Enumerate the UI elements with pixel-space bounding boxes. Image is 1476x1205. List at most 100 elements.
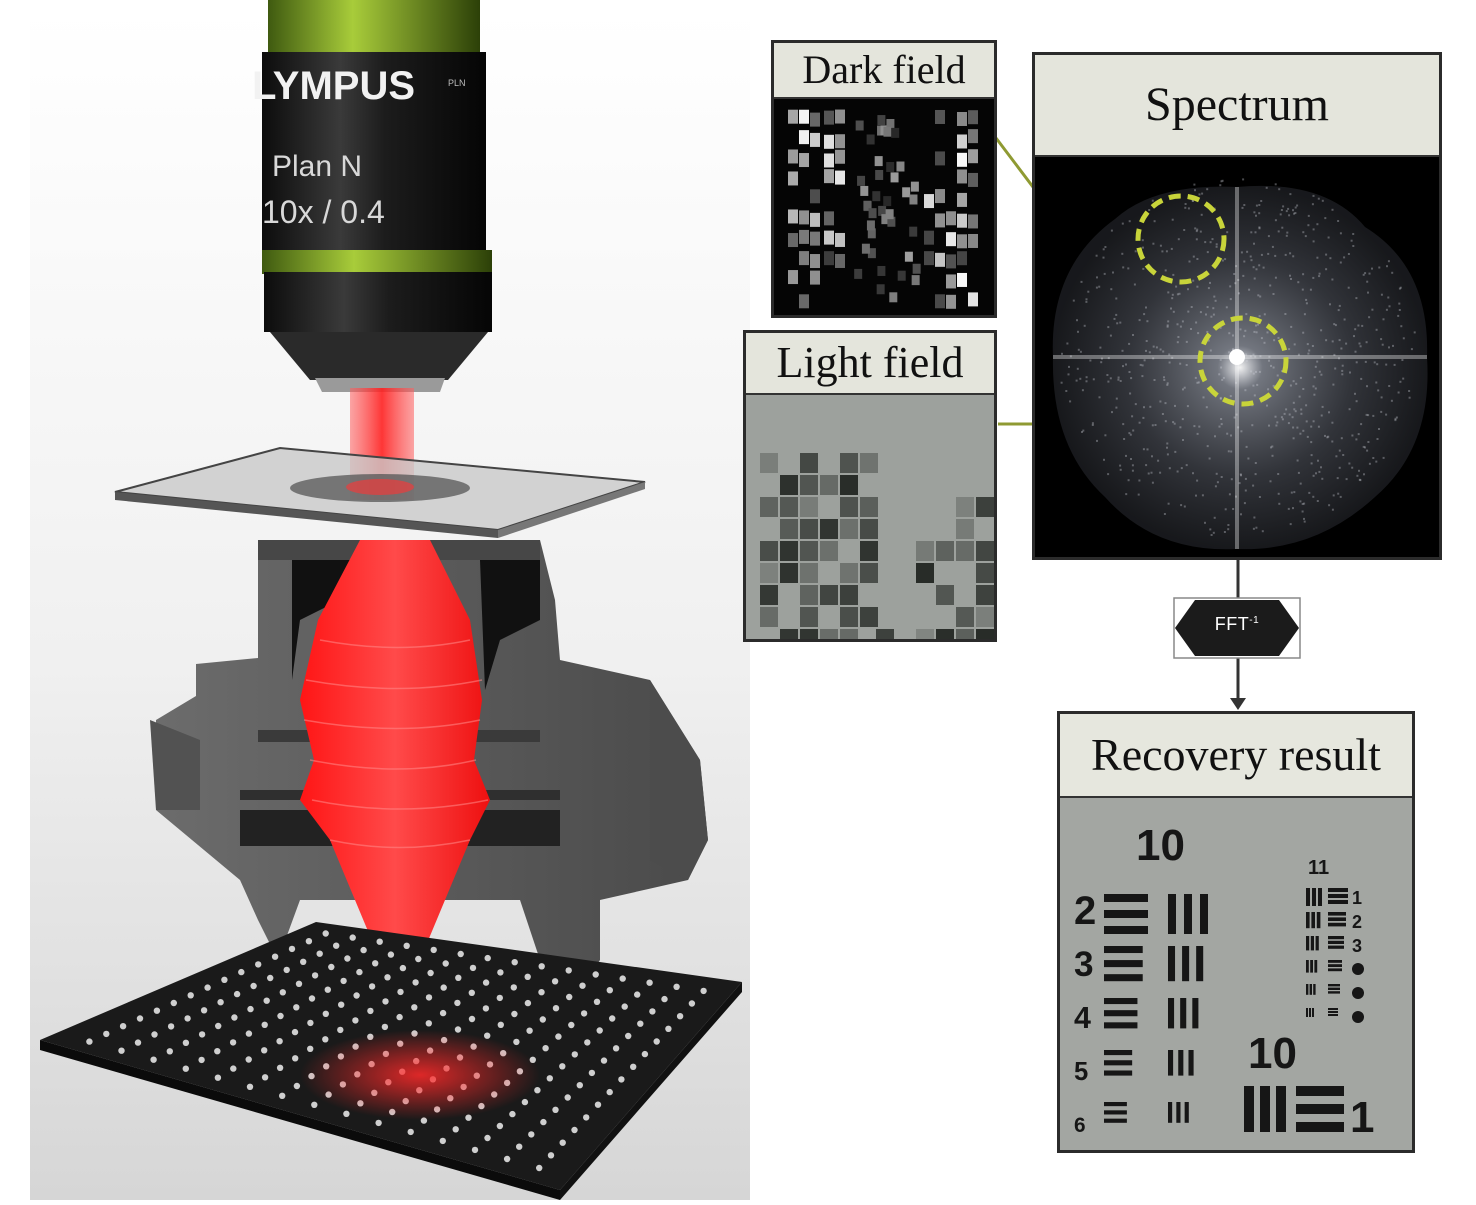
- target-small-vertical-bar: [1312, 1008, 1314, 1017]
- led-dot: [382, 998, 389, 1005]
- target-horizontal-bar: [1104, 1118, 1127, 1123]
- spectrum-noise-speck: [1113, 317, 1116, 320]
- target-small-vertical-bar: [1310, 936, 1314, 951]
- led-dot: [497, 969, 504, 976]
- led-dot: [215, 1022, 222, 1030]
- led-dot: [221, 976, 228, 983]
- spectrum-noise-speck: [1125, 363, 1127, 366]
- spectrum-noise-speck: [1293, 343, 1296, 346]
- led-dot: [255, 961, 262, 968]
- spectrum-noise-speck: [1085, 380, 1088, 383]
- spectrum-noise-speck: [1372, 457, 1375, 459]
- target-small-vertical-bar: [1318, 888, 1322, 906]
- spectrum-noise-speck: [1107, 380, 1110, 383]
- dark-field-speckle: [924, 230, 934, 245]
- target-small-horizontal-bar: [1328, 991, 1340, 994]
- spectrum-noise-speck: [1244, 489, 1247, 492]
- spectrum-noise-speck: [1085, 298, 1088, 301]
- spectrum-noise-speck: [1282, 205, 1285, 208]
- led-dot: [503, 1155, 511, 1163]
- spectrum-noise-speck: [1252, 384, 1255, 387]
- spectrum-noise-speck: [1295, 382, 1298, 385]
- spectrum-noise-speck: [1224, 258, 1227, 261]
- spectrum-noise-speck: [1297, 353, 1300, 356]
- spectrum-noise-speck: [1265, 186, 1268, 189]
- spectrum-noise-speck: [1292, 209, 1294, 212]
- spectrum-noise-speck: [1181, 418, 1184, 421]
- spectrum-noise-speck: [1142, 416, 1145, 419]
- spectrum-noise-speck: [1276, 374, 1279, 377]
- dark-field-speckle: [867, 228, 876, 239]
- led-dot: [551, 978, 559, 985]
- spectrum-noise-speck: [1232, 334, 1234, 337]
- spectrum-noise-speck: [1191, 199, 1194, 202]
- target-vertical-bar: [1184, 1102, 1189, 1123]
- spectrum-noise-speck: [1293, 408, 1296, 411]
- light-field-block: [760, 563, 778, 583]
- dark-field-speckle: [891, 127, 900, 138]
- led-dot: [311, 972, 319, 979]
- spectrum-noise-speck: [1338, 449, 1341, 452]
- spectrum-noise-speck: [1397, 314, 1400, 317]
- spectrum-noise-speck: [1388, 305, 1391, 308]
- spectrum-noise-speck: [1256, 383, 1259, 386]
- spectrum-noise-speck: [1166, 446, 1168, 449]
- spectrum-noise-speck: [1220, 366, 1223, 369]
- led-dot: [526, 1027, 533, 1034]
- spectrum-noise-speck: [1194, 227, 1197, 230]
- spectrum-noise-speck: [1367, 441, 1370, 443]
- spectrum-noise-speck: [1358, 342, 1361, 345]
- led-dot: [288, 945, 296, 953]
- light-field-block: [860, 453, 878, 473]
- spectrum-noise-speck: [1163, 379, 1166, 381]
- spectrum-noise-speck: [1215, 243, 1218, 246]
- led-dot: [184, 1015, 191, 1022]
- spectrum-noise-speck: [1165, 250, 1168, 253]
- spectrum-noise-speck: [1077, 348, 1080, 351]
- spectrum-noise-speck: [1268, 424, 1270, 427]
- dark-field-speckle: [855, 120, 864, 131]
- spectrum-noise-speck: [1267, 235, 1270, 238]
- spectrum-noise-speck: [1308, 349, 1311, 352]
- spectrum-noise-speck: [1367, 414, 1370, 417]
- light-field-block: [840, 563, 858, 583]
- spectrum-noise-speck: [1109, 334, 1112, 337]
- spectrum-noise-speck: [1151, 199, 1154, 202]
- dark-field-speckle: [935, 109, 945, 124]
- target-horizontal-bar: [1104, 1060, 1133, 1066]
- spectrum-noise-speck: [1355, 361, 1358, 364]
- led-dot: [307, 1019, 314, 1027]
- target-vertical-bar: [1188, 1050, 1194, 1076]
- spectrum-noise-speck: [1292, 426, 1295, 429]
- spectrum-noise-speck: [1183, 386, 1186, 389]
- spectrum-noise-speck: [1207, 339, 1210, 342]
- light-field-block: [936, 585, 954, 605]
- dark-field-speckle: [957, 272, 967, 287]
- light-field-block: [976, 563, 994, 583]
- spectrum-noise-speck: [1259, 355, 1262, 358]
- spectrum-noise-speck: [1303, 313, 1306, 316]
- dark-field-speckle: [886, 162, 895, 173]
- spectrum-noise-speck: [1337, 492, 1340, 495]
- spectrum-noise-speck: [1166, 383, 1169, 386]
- spectrum-noise-speck: [1146, 448, 1149, 451]
- spectrum-noise-speck: [1378, 266, 1381, 269]
- spectrum-noise-speck: [1268, 359, 1270, 362]
- spectrum-noise-speck: [1281, 370, 1284, 373]
- light-field-block: [840, 453, 858, 473]
- dark-field-speckle: [799, 251, 809, 266]
- spectrum-noise-speck: [1202, 396, 1205, 399]
- spectrum-noise-speck: [1133, 283, 1136, 286]
- spectrum-noise-speck: [1345, 342, 1348, 345]
- spectrum-noise-speck: [1331, 421, 1334, 424]
- led-dot: [482, 979, 490, 986]
- spectrum-noise-speck: [1308, 491, 1311, 494]
- dark-field-speckle: [885, 209, 894, 220]
- led-dot: [539, 1016, 546, 1023]
- spectrum-noise-speck: [1258, 370, 1261, 373]
- led-dot: [403, 942, 410, 949]
- spectrum-noise-speck: [1388, 346, 1390, 349]
- light-field-block: [820, 585, 838, 605]
- dark-field-speckle: [968, 129, 978, 144]
- light-field-block: [820, 475, 838, 495]
